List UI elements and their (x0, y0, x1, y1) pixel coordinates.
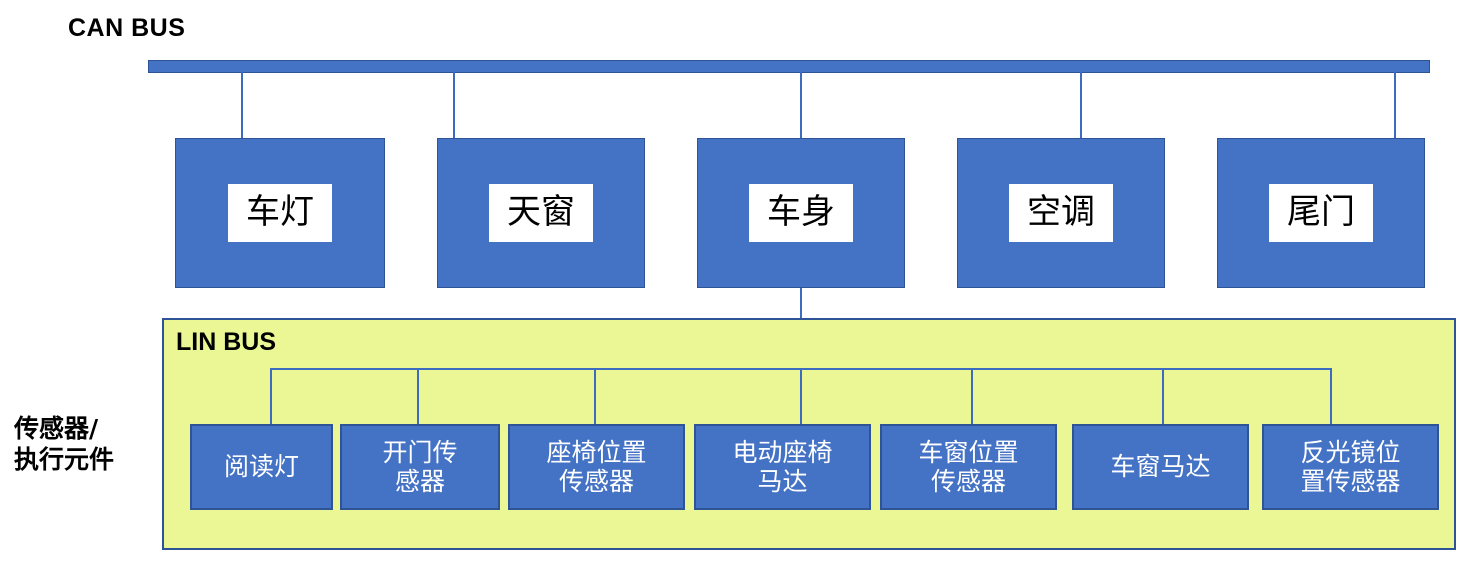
lin-drop-line-5 (971, 368, 973, 425)
lin-node-fan-guang-jing-wei-zhi-chuan-gan-qi[interactable]: 反光镜位置传感器 (1262, 424, 1439, 510)
lin-node-label: 开门传感器 (382, 437, 458, 497)
lin-drop-line-2 (417, 368, 419, 425)
lin-node-yue-du-deng[interactable]: 阅读灯 (190, 424, 333, 510)
side-label-line-1: 传感器/ (14, 414, 99, 443)
can-drop-line-5 (1394, 72, 1396, 139)
can-bus-backbone (148, 60, 1430, 73)
can-node-wei-men[interactable]: 尾门 (1217, 138, 1425, 288)
lin-node-dian-dong-zuo-yi-ma-da[interactable]: 电动座椅马达 (694, 424, 871, 510)
can-node-che-shen[interactable]: 车身 (697, 138, 905, 288)
lin-node-zuo-yi-wei-zhi-chuan-gan-qi[interactable]: 座椅位置传感器 (508, 424, 685, 510)
can-node-label: 空调 (1009, 184, 1113, 242)
can-node-label: 车身 (749, 184, 853, 242)
lin-node-label: 座椅位置传感器 (546, 437, 647, 497)
lin-node-label: 车窗位置传感器 (918, 437, 1019, 497)
lin-node-label: 车窗马达 (1110, 452, 1211, 482)
lin-node-che-chuang-ma-da[interactable]: 车窗马达 (1072, 424, 1249, 510)
lin-drop-line-3 (594, 368, 596, 425)
lin-drop-line-7 (1330, 368, 1332, 425)
can-drop-line-2 (453, 72, 455, 139)
can-drop-line-4 (1080, 72, 1082, 139)
can-node-label: 车灯 (228, 184, 332, 242)
can-node-che-deng[interactable]: 车灯 (175, 138, 385, 288)
lin-node-label: 反光镜位置传感器 (1300, 437, 1401, 497)
side-label-line-2: 执行元件 (14, 444, 115, 474)
can-node-kong-tiao[interactable]: 空调 (957, 138, 1165, 288)
can-drop-line-1 (241, 72, 243, 139)
lin-drop-line-1 (270, 368, 272, 425)
can-node-tian-chuang[interactable]: 天窗 (437, 138, 645, 288)
lin-bus-title: LIN BUS (176, 328, 276, 356)
can-node-label: 尾门 (1269, 184, 1373, 242)
lin-drop-line-4 (800, 368, 802, 425)
can-node-label: 天窗 (489, 184, 593, 242)
sensor-actuator-side-label: 传感器/ 执行元件 (14, 414, 160, 475)
can-bus-title: CAN BUS (68, 14, 186, 42)
lin-node-che-chuang-wei-zhi-chuan-gan-qi[interactable]: 车窗位置传感器 (880, 424, 1057, 510)
lin-node-label: 阅读灯 (223, 452, 299, 482)
lin-drop-line-6 (1162, 368, 1164, 425)
lin-node-kai-men-chuan-gan-qi[interactable]: 开门传感器 (340, 424, 500, 510)
can-drop-line-3 (800, 72, 802, 139)
lin-node-label: 电动座椅马达 (732, 437, 833, 497)
